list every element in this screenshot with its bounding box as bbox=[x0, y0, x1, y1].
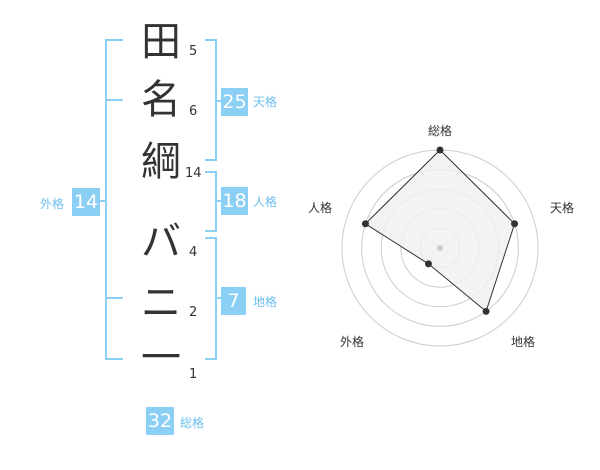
gaikaku-bracket bbox=[105, 39, 123, 360]
radar-polygon bbox=[364, 149, 516, 313]
gaikaku-badge: 14 bbox=[72, 188, 100, 216]
radar-label-jinkaku: 人格 bbox=[308, 201, 333, 215]
chikaku-label: 地格 bbox=[253, 295, 278, 309]
radar-label-gaikaku: 外格 bbox=[340, 335, 365, 349]
radar-center-dot bbox=[437, 245, 443, 251]
stroke-count-3: 14 bbox=[185, 166, 202, 181]
radar-label-soukaku: 総格 bbox=[428, 124, 453, 138]
name-char-4: バ bbox=[141, 219, 181, 265]
radar-point-3 bbox=[424, 260, 432, 268]
soukaku-badge: 32 bbox=[146, 407, 174, 435]
jinkaku-label: 人格 bbox=[253, 195, 278, 209]
radar-label-tenkaku: 天格 bbox=[550, 201, 575, 215]
soukaku-label: 総格 bbox=[180, 416, 205, 430]
name-char-5: ニ bbox=[141, 280, 181, 326]
stroke-count-1: 5 bbox=[189, 44, 198, 59]
radar-point-4 bbox=[361, 220, 369, 228]
tenkaku-badge: 25 bbox=[221, 88, 248, 116]
stroke-count-5: 2 bbox=[189, 305, 198, 320]
name-char-2: 名 bbox=[141, 77, 181, 123]
radar-point-2 bbox=[482, 307, 490, 315]
radar-label-chikaku: 地格 bbox=[511, 335, 536, 349]
stroke-count-4: 4 bbox=[189, 245, 198, 260]
tenkaku-label: 天格 bbox=[253, 95, 278, 109]
gaikaku-label: 外格 bbox=[40, 197, 65, 211]
radar-point-1 bbox=[511, 220, 519, 228]
jinkaku-badge: 18 bbox=[221, 187, 248, 215]
name-char-3: 綱 bbox=[141, 139, 181, 185]
stroke-count-2: 6 bbox=[189, 104, 198, 119]
name-char-1: 田 bbox=[141, 19, 181, 65]
chikaku-badge: 7 bbox=[221, 287, 246, 315]
stroke-count-6: 1 bbox=[189, 367, 198, 382]
name-char-6: 一 bbox=[141, 335, 181, 381]
radar-point-0 bbox=[436, 146, 444, 154]
